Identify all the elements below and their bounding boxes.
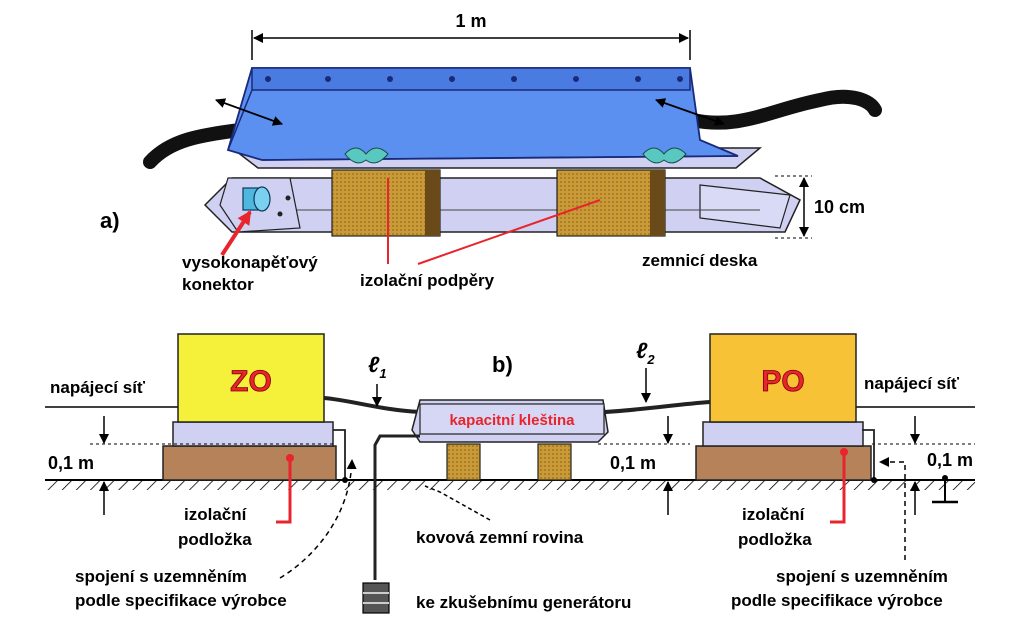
- mains-left-label: napájecí síť: [50, 378, 146, 397]
- po-label: PO: [761, 365, 804, 398]
- height-left-label: 0,1 m: [48, 453, 94, 473]
- generator-plug-icon: [362, 582, 390, 614]
- cable-l1: [323, 396, 421, 414]
- ground-wire-right: [862, 429, 875, 480]
- ground-plane: [45, 479, 975, 490]
- right-cable: [685, 89, 882, 130]
- part-b-setup-drawing: ZO PO kapacitní kleština ℓ1 ℓ2 b) napáje…: [45, 333, 975, 614]
- part-b-tag: b): [492, 352, 513, 377]
- ground-symbol-icon: [932, 475, 958, 504]
- generator-label: ke zkušebnímu generátoru: [416, 593, 631, 612]
- gnd-right-label-2: podle specifikace výrobce: [731, 591, 943, 610]
- pad-left-label-1: izolační: [184, 505, 248, 524]
- supports-label: izolační podpěry: [360, 271, 495, 290]
- hv-connector-icon: [219, 177, 301, 233]
- l1-label: ℓ1: [368, 352, 387, 381]
- connector-label-1: vysokonapěťový: [182, 253, 318, 272]
- part-a-clamp-drawing: 1 m: [100, 11, 882, 294]
- eut-box-zo: [177, 333, 325, 423]
- pad-left-label-2: podložka: [178, 530, 252, 549]
- gnd-left-label-2: podle specifikace výrobce: [75, 591, 287, 610]
- insulating-support-right: [556, 169, 666, 237]
- gnd-left-label-1: spojení s uzemněním: [75, 567, 247, 586]
- clamp-rivets: [265, 76, 683, 82]
- clamp-label: kapacitní kleština: [449, 412, 575, 429]
- generator-cable: [373, 434, 420, 580]
- height-middle-label: 0,1 m: [610, 453, 656, 473]
- cable-l2: [604, 400, 711, 414]
- mains-right-label: napájecí síť: [864, 374, 960, 393]
- height-right-label: 0,1 m: [927, 450, 973, 470]
- insulating-support-left: [331, 169, 441, 237]
- height-dimension: [775, 175, 812, 239]
- length-label: 1 m: [455, 11, 486, 31]
- height-dim-right: [872, 416, 975, 515]
- gnd-right-label-1: spojení s uzemněním: [776, 567, 948, 586]
- length-dimension: [251, 30, 691, 60]
- wing-nut-icon: [344, 147, 687, 164]
- ground-plate-label: zemnicí deska: [642, 251, 758, 270]
- eut-box-po: [709, 333, 857, 423]
- ground-wire-left: [333, 429, 346, 480]
- connector-label-2: konektor: [182, 275, 254, 294]
- height-dim-middle: [598, 416, 690, 515]
- height-label: 10 cm: [814, 197, 865, 217]
- part-a-tag: a): [100, 208, 120, 233]
- ground-plane-label: kovová zemní rovina: [416, 528, 584, 547]
- height-dim-left: [90, 416, 335, 515]
- pad-right-label-2: podložka: [738, 530, 812, 549]
- insulating-pad-left: [162, 445, 337, 481]
- zo-label: ZO: [230, 365, 272, 398]
- pad-right-label-1: izolační: [742, 505, 806, 524]
- l2-label: ℓ2: [636, 338, 655, 367]
